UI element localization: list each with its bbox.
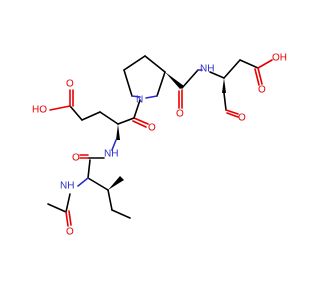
stereo-wedge-glu	[116, 124, 120, 140]
atom-label-nh-glu-amide: NH	[104, 149, 118, 160]
atom-label-nh-ile-amide: NH	[60, 181, 74, 192]
stereo-wedge-proline	[165, 72, 184, 89]
stereo-wedge-ile	[108, 176, 124, 190]
atom-label-o-acetyl: O	[66, 227, 74, 238]
proline-ring	[123, 55, 166, 99]
atom-label-o-proline-carbonyl: O	[176, 109, 184, 120]
atom-label-ho-glu-acid: HO	[32, 105, 47, 116]
atom-label-o-glu-acid: O	[66, 79, 74, 90]
atom-label-o-asp-carbonyl: O	[258, 85, 266, 96]
molecule-structure: NH O O OH N O O HO O NH O NH O	[32, 53, 287, 238]
atom-label-o-ile-carbonyl: O	[72, 153, 80, 164]
atom-label-nh-proline-amide: NH	[200, 64, 214, 75]
atom-label-o-aldehyde: O	[238, 113, 246, 124]
atom-label-ho-asp-acid: OH	[272, 53, 287, 64]
stereo-wedge-asp	[222, 78, 226, 93]
atom-label-n-proline-ring: N	[136, 95, 143, 106]
atom-label-o-glu-carbonyl: O	[148, 123, 156, 134]
